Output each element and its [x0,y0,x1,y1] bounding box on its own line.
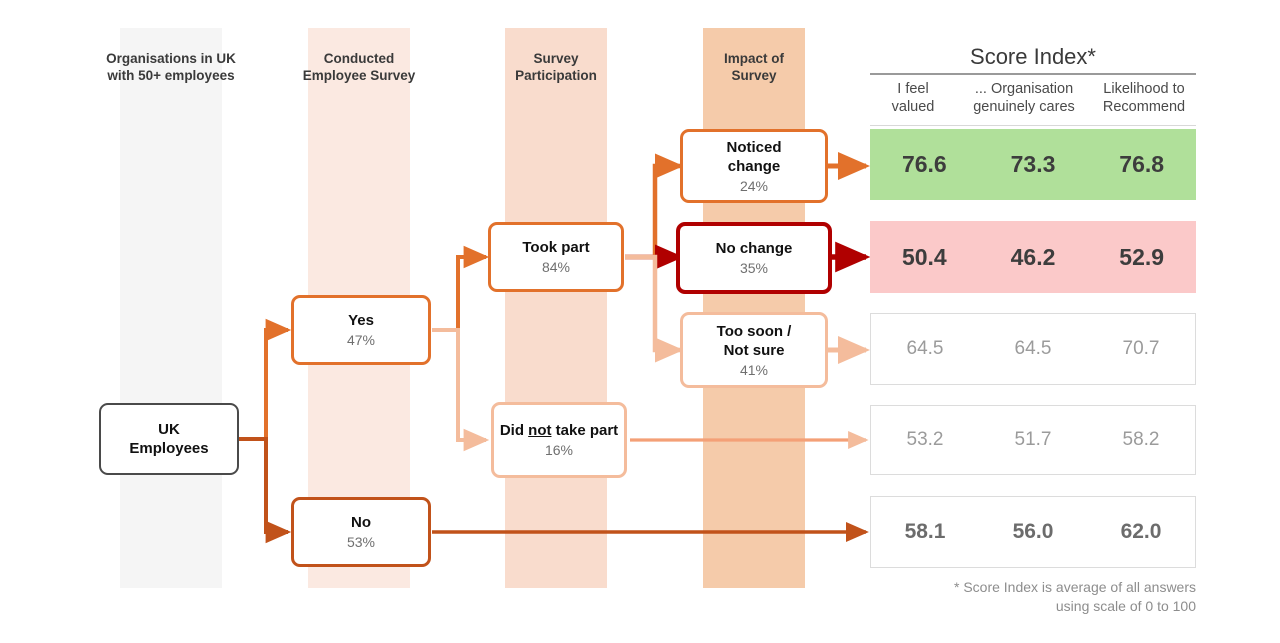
node-noticed-change-percent: 24% [739,177,769,194]
column-header-organisations-line2: with 50+ employees [107,68,235,83]
col1-line2: valued [891,99,935,115]
column-header-conducted-survey-line1: Conducted [323,51,395,66]
col3-line1: Likelihood to [1103,81,1185,97]
score-cell: 53.2 [906,429,944,450]
score-row-no-survey: 58.1 56.0 62.0 [870,496,1196,568]
underline-not: not [528,422,552,439]
node-noticed-change[interactable]: Noticed change 24% [680,129,828,203]
node-no[interactable]: No 53% [291,497,431,567]
column-header-impact-of-survey-line2: Survey [731,68,777,83]
col3-line2: Recommend [1102,99,1186,115]
score-cell: 73.3 [1010,151,1056,177]
node-no-change-title: No change [715,240,793,257]
col2-line1: ... Organisation [974,81,1074,97]
score-cell: 50.4 [901,243,947,270]
column-header-impact-of-survey: Impact of Survey [674,50,834,84]
node-noticed-change-title: Noticed change [726,138,782,175]
score-index-footnote: * Score Index is average of all answers … [846,578,1196,616]
score-cell: 46.2 [1010,243,1056,270]
col2-line2: genuinely cares [973,99,1075,115]
node-no-change-percent: 35% [739,260,769,276]
node-took-part[interactable]: Took part 84% [488,222,624,292]
node-too-soon-not-sure-percent: 41% [739,361,769,378]
column-header-conducted-survey: Conducted Employee Survey [279,50,439,84]
score-row-noticed-change: 76.6 73.3 76.8 [870,129,1196,200]
node-yes-title: Yes [348,312,374,329]
column-header-organisations: Organisations in UK with 50+ employees [91,50,251,84]
node-did-not-take-part-title: Did not take part [499,422,619,439]
node-did-not-take-part-percent: 16% [544,442,574,458]
node-yes[interactable]: Yes 47% [291,295,431,365]
column-header-impact-of-survey-line1: Impact of [723,51,784,66]
score-index-title: Score Index* [970,44,1096,69]
node-did-not-take-part[interactable]: Did not take part 16% [491,402,627,478]
node-too-soon-not-sure[interactable]: Too soon / Not sure 41% [680,312,828,388]
band-organisations [120,28,222,588]
node-uk-employees[interactable]: UK Employees [99,403,239,475]
score-cell: 64.5 [906,338,944,359]
table-header-rule [870,73,1196,75]
node-too-soon-not-sure-title: Too soon / Not sure [716,322,792,359]
score-row-too-soon: 64.5 64.5 70.7 [870,313,1196,385]
column-header-organisations-line1: Organisations in UK [106,51,236,66]
band-survey-participation [505,28,607,588]
table-column-header-i-feel-valued: I feel valued [870,80,956,116]
score-cell: 70.7 [1122,338,1160,359]
column-header-survey-participation: Survey Participation [476,50,636,84]
score-cell: 76.6 [901,151,947,177]
column-header-survey-participation-line1: Survey [533,51,579,66]
score-cell: 58.2 [1122,429,1160,450]
column-header-conducted-survey-line2: Employee Survey [302,68,416,83]
node-no-title: No [351,514,371,531]
score-cell: 64.5 [1014,338,1052,359]
table-subheader-rule [870,125,1196,126]
table-column-header-likelihood-to-recommend: Likelihood to Recommend [1092,80,1196,116]
band-impact-of-survey [703,28,805,588]
score-cell: 51.7 [1014,429,1052,450]
node-uk-employees-title: UK Employees [129,421,209,457]
col1-line1: I feel [897,81,929,97]
score-cell: 56.0 [1012,520,1054,543]
node-yes-percent: 47% [346,332,376,348]
score-cell: 52.9 [1119,243,1165,270]
node-took-part-percent: 84% [541,259,571,275]
score-cell: 58.1 [904,520,946,543]
footnote-line2: using scale of 0 to 100 [1055,598,1196,614]
score-cell: 76.8 [1119,151,1165,177]
footnote-line1: * Score Index is average of all answers [953,579,1196,595]
table-column-header-organisation-genuinely-cares: ... Organisation genuinely cares [956,80,1092,116]
node-took-part-title: Took part [522,239,590,256]
node-no-change[interactable]: No change 35% [676,222,832,294]
column-header-survey-participation-line2: Participation [515,68,597,83]
score-row-did-not-take-part: 53.2 51.7 58.2 [870,405,1196,475]
score-row-no-change: 50.4 46.2 52.9 [870,221,1196,293]
score-cell: 62.0 [1120,520,1162,543]
node-no-percent: 53% [346,534,376,550]
